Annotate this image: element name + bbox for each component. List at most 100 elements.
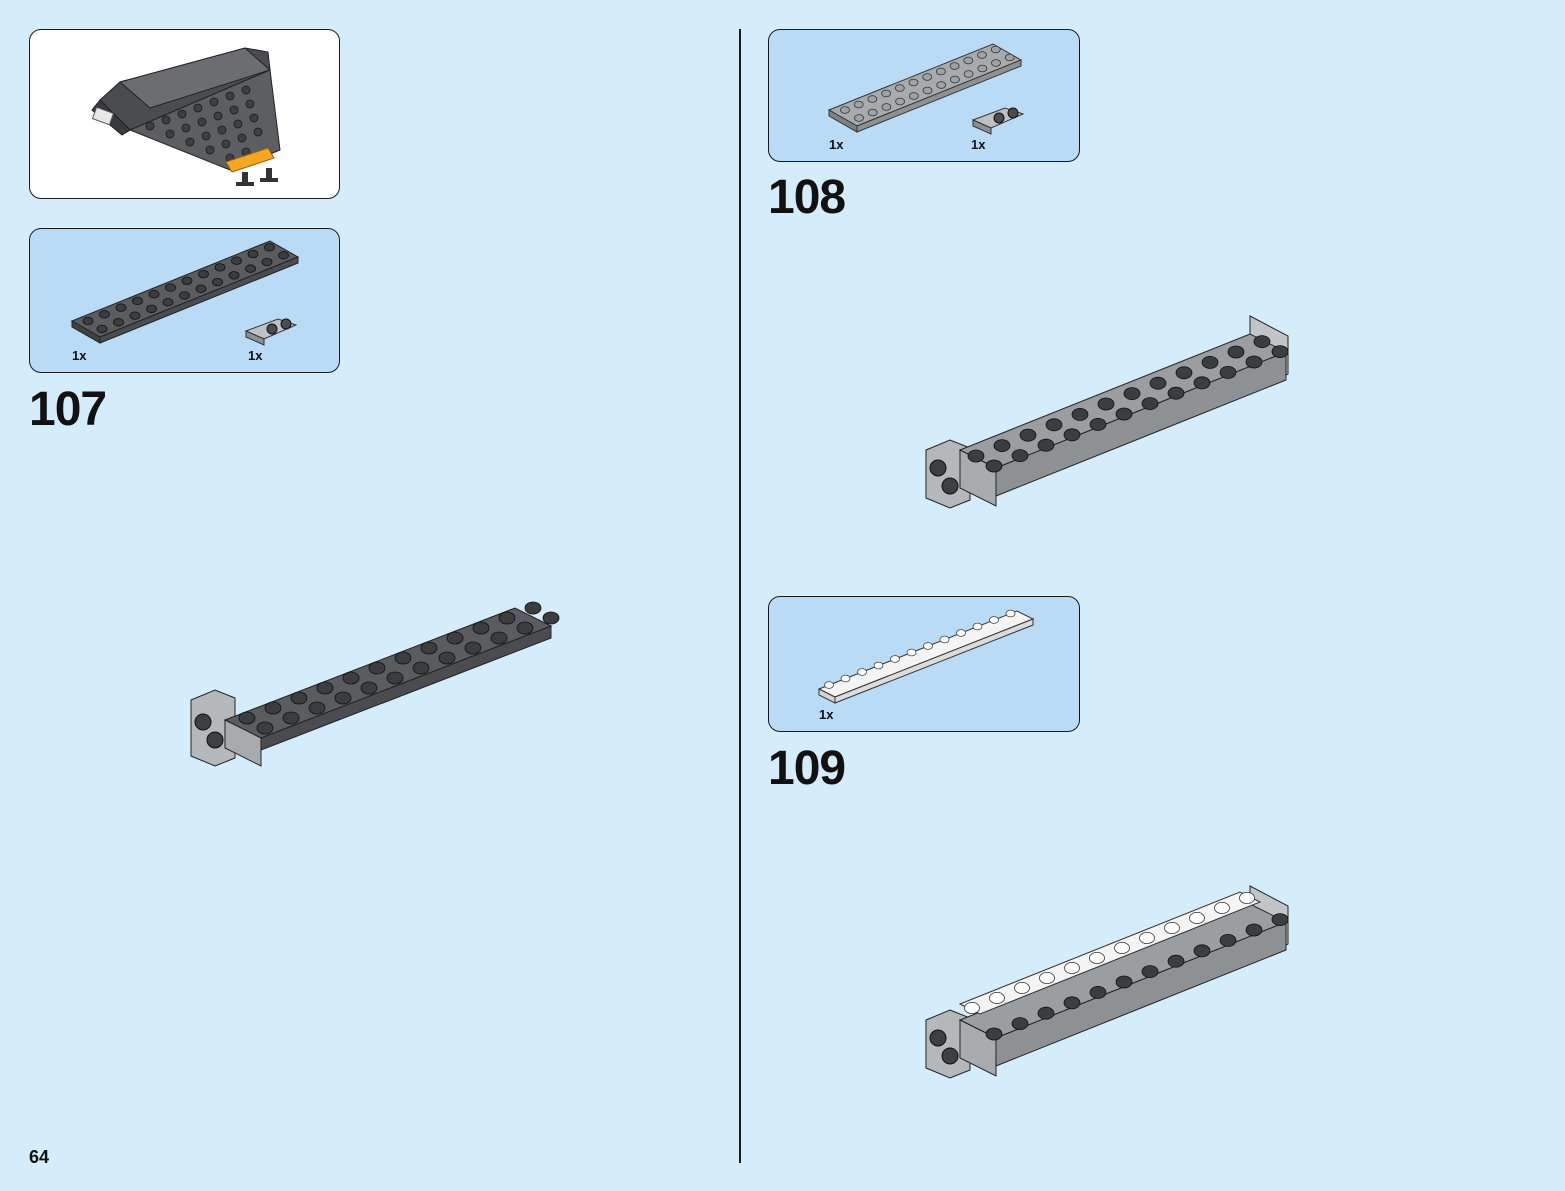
stud (989, 616, 999, 624)
stud (212, 277, 223, 287)
part-quantity: 1x (971, 137, 986, 152)
stud (316, 681, 334, 695)
stud (1004, 53, 1015, 62)
part-quantity: 1x (819, 707, 834, 722)
stud (1039, 971, 1055, 985)
stud (342, 671, 360, 685)
stud (1089, 986, 1107, 999)
stud (1239, 891, 1255, 905)
stud (985, 459, 1003, 473)
part-light-gray-plate-2x12 (827, 43, 1023, 133)
stud (989, 991, 1005, 1005)
stud (854, 114, 864, 122)
stud (1037, 1006, 1055, 1020)
page-divider (739, 29, 741, 1163)
stud (867, 95, 878, 103)
stud (1071, 408, 1089, 421)
part-dark-gray-plate-2x12 (70, 240, 300, 344)
stud (1019, 428, 1037, 442)
stud (113, 318, 124, 327)
stud (82, 316, 94, 326)
stud (360, 681, 378, 695)
step-number: 107 (29, 383, 107, 436)
stud (857, 668, 867, 676)
stud (420, 641, 438, 655)
stud (290, 691, 308, 705)
part-light-gray-bracket (971, 107, 1025, 135)
stud (894, 84, 905, 92)
stud (1139, 931, 1155, 945)
stud (1149, 376, 1167, 390)
stud (278, 251, 289, 260)
stud (949, 62, 960, 70)
stud (963, 70, 974, 78)
stud (198, 269, 209, 279)
step-107-parts-list: 1x 1x (29, 228, 340, 373)
stud (129, 311, 141, 320)
stud (853, 100, 864, 109)
step-108-assembly-illustration (925, 315, 1289, 509)
stud (977, 51, 987, 59)
step-number: 108 (768, 171, 846, 224)
stud (524, 601, 542, 615)
stud (1175, 366, 1193, 380)
stud (490, 631, 508, 645)
stud (368, 661, 386, 675)
stud (963, 56, 974, 65)
stud (906, 648, 917, 657)
stud (1045, 418, 1063, 432)
stud (949, 75, 960, 84)
step-109-assembly-illustration (925, 885, 1289, 1079)
stud (840, 674, 851, 683)
stud (264, 243, 275, 252)
stud (261, 257, 273, 267)
stud (498, 611, 516, 625)
stud (264, 701, 282, 715)
stud (148, 290, 160, 299)
stud (967, 449, 985, 463)
part-quantity: 1x (248, 348, 263, 363)
stud (993, 439, 1011, 453)
stud (890, 655, 900, 663)
stud (991, 59, 1001, 67)
stud (231, 256, 242, 265)
stud (1193, 944, 1211, 958)
part-quantity: 1x (72, 348, 87, 363)
stud (1064, 961, 1080, 975)
stud (1097, 397, 1115, 411)
stud (238, 711, 256, 725)
stud (922, 73, 933, 81)
stud (1063, 428, 1081, 442)
stud (881, 103, 892, 111)
part-quantity: 1x (829, 137, 844, 152)
stud (881, 89, 891, 98)
step-107-assembly-illustration (190, 601, 560, 767)
page-number: 64 (29, 1147, 50, 1167)
stud (464, 641, 482, 655)
stud (247, 249, 259, 259)
part-light-gray-bracket (244, 318, 298, 346)
stud (195, 284, 207, 293)
stud (977, 64, 988, 73)
stud (446, 631, 464, 645)
stud (840, 106, 850, 114)
stud (214, 263, 226, 272)
stud (245, 264, 256, 273)
part-white-plate-1x12 (817, 609, 1035, 704)
stud (438, 651, 456, 665)
stud (1167, 386, 1185, 400)
stud (1037, 438, 1055, 452)
stud (181, 276, 193, 285)
stud (1089, 418, 1107, 431)
stud (256, 721, 274, 735)
stud (873, 661, 884, 670)
stud (115, 303, 127, 312)
stud (282, 711, 300, 725)
stud (472, 621, 490, 635)
stud (908, 78, 919, 87)
stud (1063, 996, 1081, 1010)
stud (334, 691, 352, 705)
stud (824, 681, 834, 689)
stud (972, 622, 983, 631)
stud (1214, 901, 1230, 915)
